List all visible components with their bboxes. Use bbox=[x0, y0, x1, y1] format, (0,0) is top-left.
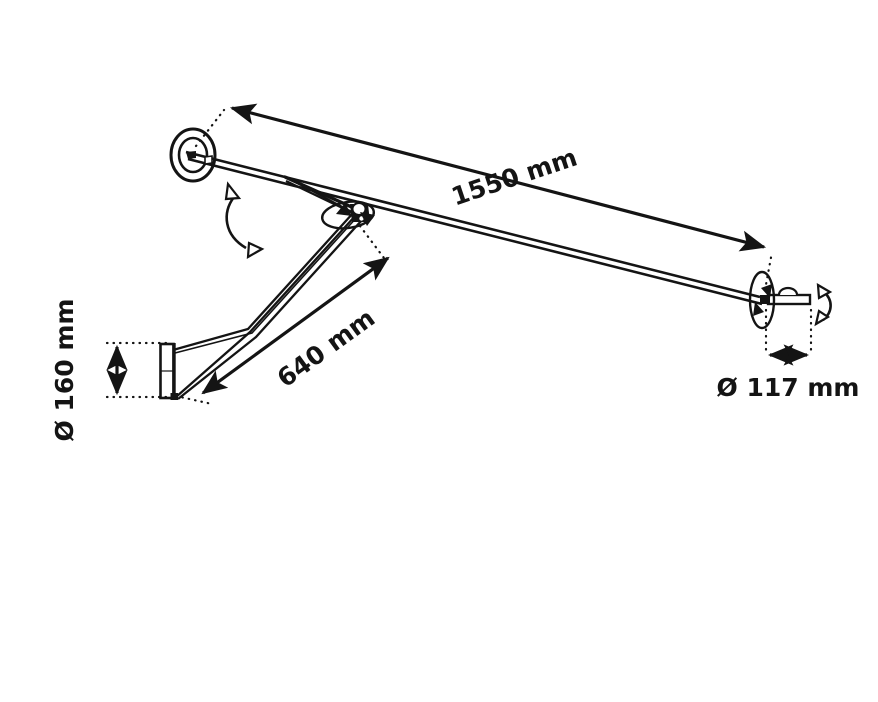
upper-arm-collar bbox=[204, 155, 213, 165]
ext-line-640-lower bbox=[174, 394, 214, 406]
dimension-label-160: Ø 160 mm bbox=[50, 299, 79, 442]
head-rotation-arrowhead-b bbox=[753, 302, 764, 316]
upper-arm-cap bbox=[186, 151, 196, 159]
lamp-head-socket bbox=[760, 295, 770, 304]
motion-head-rotation bbox=[748, 270, 776, 330]
dimension-lower-arm-640: 640 mm bbox=[174, 224, 390, 406]
dimension-line-640 bbox=[201, 256, 390, 395]
dimension-reach-1550: 1550 mm bbox=[194, 103, 774, 292]
wall-plate bbox=[159, 342, 178, 400]
dimension-line-reach bbox=[229, 103, 767, 252]
dimension-label-reach: 1550 mm bbox=[448, 143, 581, 212]
motion-upper-arm-swing bbox=[224, 181, 265, 259]
ext-line-reach-right bbox=[763, 250, 774, 292]
tilt-arrowhead-top bbox=[816, 282, 833, 300]
head-rotation-arrowhead-a bbox=[761, 284, 772, 298]
tilt-arrowhead-bottom bbox=[814, 309, 831, 327]
upper-arm bbox=[185, 150, 763, 306]
lamp-head bbox=[760, 286, 812, 306]
swing-arc bbox=[225, 196, 247, 250]
motion-head-tilt bbox=[814, 282, 833, 327]
ext-line-640-upper bbox=[358, 224, 386, 260]
lamp-assembly bbox=[159, 127, 812, 400]
ext-line-reach-left bbox=[194, 108, 226, 148]
dimension-wall-plate-160: Ø 160 mm bbox=[50, 299, 168, 442]
swing-arrowhead-bottom bbox=[246, 241, 265, 259]
lamp-head-dome bbox=[777, 286, 799, 296]
dimension-label-640: 640 mm bbox=[272, 303, 380, 393]
head-rotation-ellipse bbox=[748, 270, 776, 330]
dimension-shade-117: Ø 117 mm bbox=[717, 308, 860, 402]
brace-edge-c bbox=[283, 175, 353, 213]
lower-arm bbox=[172, 211, 363, 400]
swing-arrowhead-top bbox=[224, 181, 242, 201]
lower-arm-edge-upper bbox=[175, 214, 357, 398]
wall-plate-foot bbox=[170, 393, 178, 400]
dimension-label-117: Ø 117 mm bbox=[717, 373, 860, 402]
